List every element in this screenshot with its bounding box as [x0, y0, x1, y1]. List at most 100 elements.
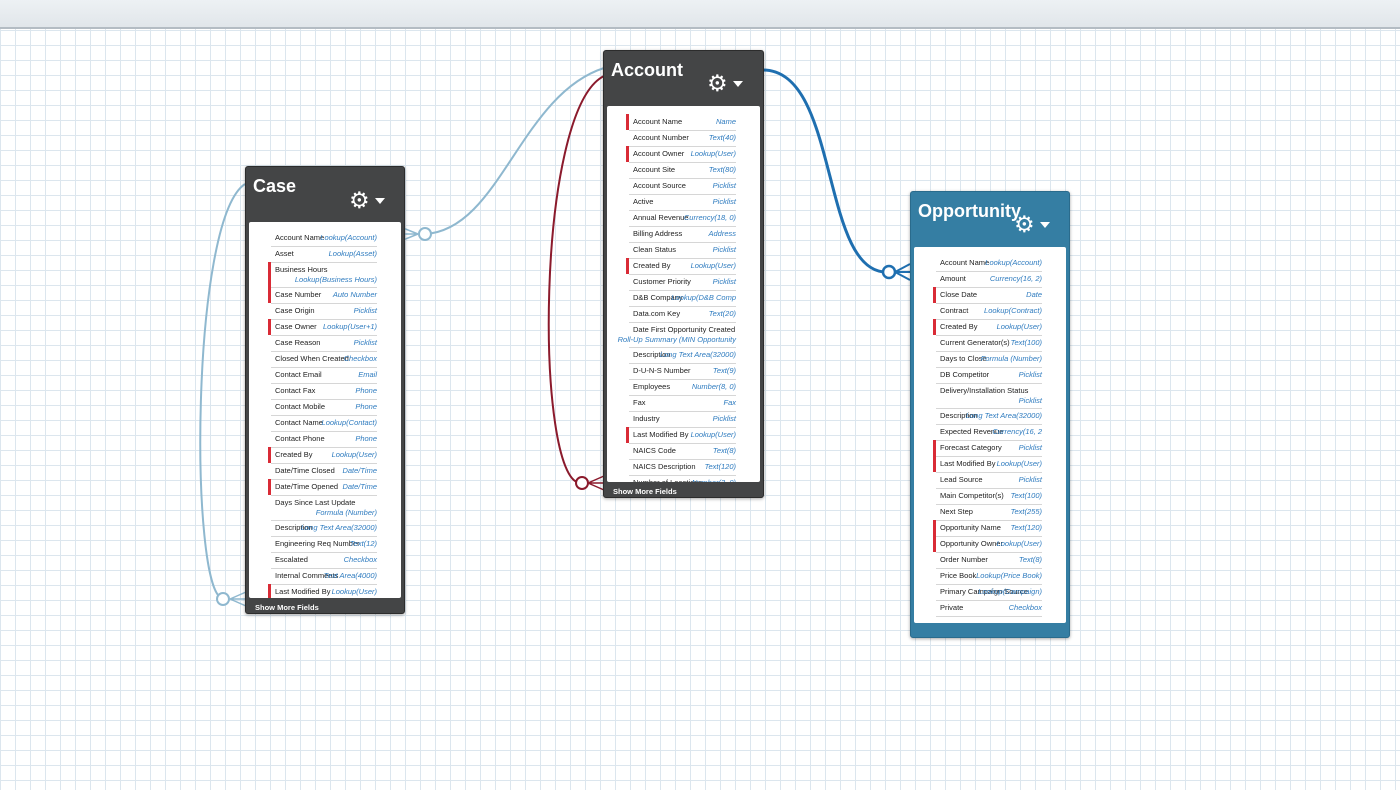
- field-name: Contact Name: [275, 418, 323, 427]
- field-name: Date/Time Closed: [275, 466, 335, 475]
- field-type: Number(8, 0): [691, 382, 736, 391]
- case-title: Case: [253, 176, 297, 196]
- field-row[interactable]: Employees Number(8, 0): [629, 379, 736, 396]
- account-self-relationship-line[interactable]: [547, 75, 605, 484]
- field-name: Description: [940, 411, 978, 420]
- gear-icon[interactable]: ⚙: [349, 190, 389, 213]
- field-name: Account Name: [940, 258, 990, 267]
- field-name: DB Competitor: [940, 370, 990, 379]
- case-account-relationship-line[interactable]: [424, 67, 605, 235]
- gear-icon[interactable]: ⚙: [1014, 214, 1054, 237]
- required-field-marker: [268, 479, 271, 495]
- field-name: Employees: [633, 382, 671, 391]
- case-self-relationship-line[interactable]: [199, 183, 246, 599]
- case-show-more-fields[interactable]: Show More Fields: [255, 603, 319, 612]
- required-field-marker: [268, 287, 271, 303]
- field-row[interactable]: Number of LocationsNumber(3, 0): [629, 475, 736, 482]
- field-name: Opportunity Owner: [940, 539, 1003, 548]
- account-opportunity-relationship-line[interactable]: [762, 68, 889, 274]
- field-row[interactable]: Current Generator(s)Text(100): [936, 335, 1042, 352]
- field-type: Checkbox: [1008, 603, 1042, 612]
- field-name: Next Step: [940, 507, 973, 516]
- field-type: Lookup(Price Book): [976, 571, 1042, 580]
- field-type: Text(12): [349, 539, 377, 548]
- account-show-more-fields[interactable]: Show More Fields: [613, 487, 677, 496]
- field-row[interactable]: Main Competitor(s)Text(100): [936, 488, 1042, 505]
- field-type: Address: [708, 229, 736, 238]
- gear-icon[interactable]: ⚙: [707, 73, 747, 96]
- field-name: Days to Close: [940, 354, 987, 363]
- field-name: Created By: [633, 261, 671, 270]
